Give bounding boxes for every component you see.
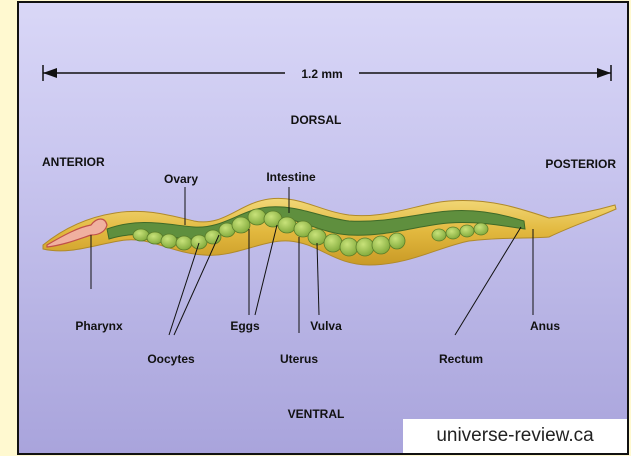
label-oocytes: Oocytes bbox=[147, 352, 195, 366]
anterior-label: ANTERIOR bbox=[42, 155, 105, 169]
label-pharynx: Pharynx bbox=[75, 319, 123, 333]
label-anus: Anus bbox=[530, 319, 560, 333]
posterior-label: POSTERIOR bbox=[545, 157, 616, 171]
label-uterus: Uterus bbox=[280, 352, 318, 366]
label-ovary: Ovary bbox=[164, 172, 198, 186]
dorsal-label: DORSAL bbox=[291, 113, 342, 127]
ventral-label: VENTRAL bbox=[288, 407, 345, 421]
watermark: universe-review.ca bbox=[403, 419, 627, 453]
label-vulva: Vulva bbox=[310, 319, 342, 333]
worm-anatomy-diagram: 1.2 mm DORSAL VENTRAL ANTERIOR POSTERIOR bbox=[19, 3, 627, 453]
scale-label: 1.2 mm bbox=[301, 67, 342, 81]
diagram-frame: 1.2 mm DORSAL VENTRAL ANTERIOR POSTERIOR bbox=[17, 1, 629, 455]
label-eggs: Eggs bbox=[230, 319, 260, 333]
label-intestine: Intestine bbox=[266, 170, 316, 184]
label-rectum: Rectum bbox=[439, 352, 483, 366]
